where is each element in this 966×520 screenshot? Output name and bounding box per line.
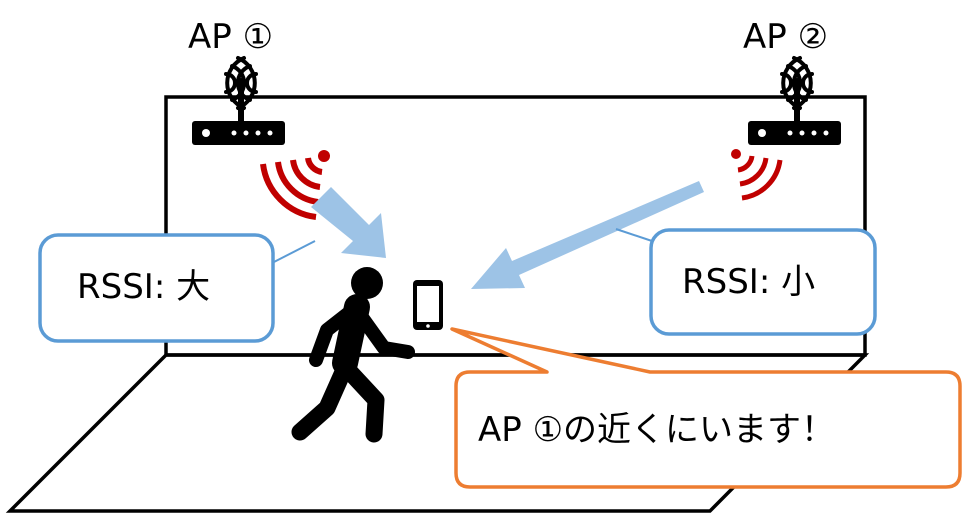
phone-message-bubble (450, 327, 962, 489)
callout-connector (271, 240, 316, 264)
ap2-label: AP ② (743, 17, 829, 57)
floor (5, 353, 870, 513)
ap1-label: AP ① (188, 17, 274, 57)
wifi-router-icon (192, 56, 285, 145)
strong-signal-arrow (311, 187, 386, 258)
rssi-weak-label: RSSI: 小 (682, 262, 816, 302)
walking-person-icon (291, 267, 415, 443)
wifi-signal-icon (260, 150, 330, 220)
smartphone-icon (413, 280, 443, 330)
rssi-strong-label: RSSI: 大 (77, 267, 211, 307)
weak-signal-arrow (471, 181, 704, 289)
phone-message-text: AP ①の近くにいます！ (478, 410, 836, 450)
rssi-callout-box (38, 233, 275, 343)
rssi-callout-box (649, 228, 877, 336)
wifi-router-icon (748, 56, 841, 145)
wifi-signal-icon (731, 149, 783, 201)
callout-connector (615, 228, 656, 243)
